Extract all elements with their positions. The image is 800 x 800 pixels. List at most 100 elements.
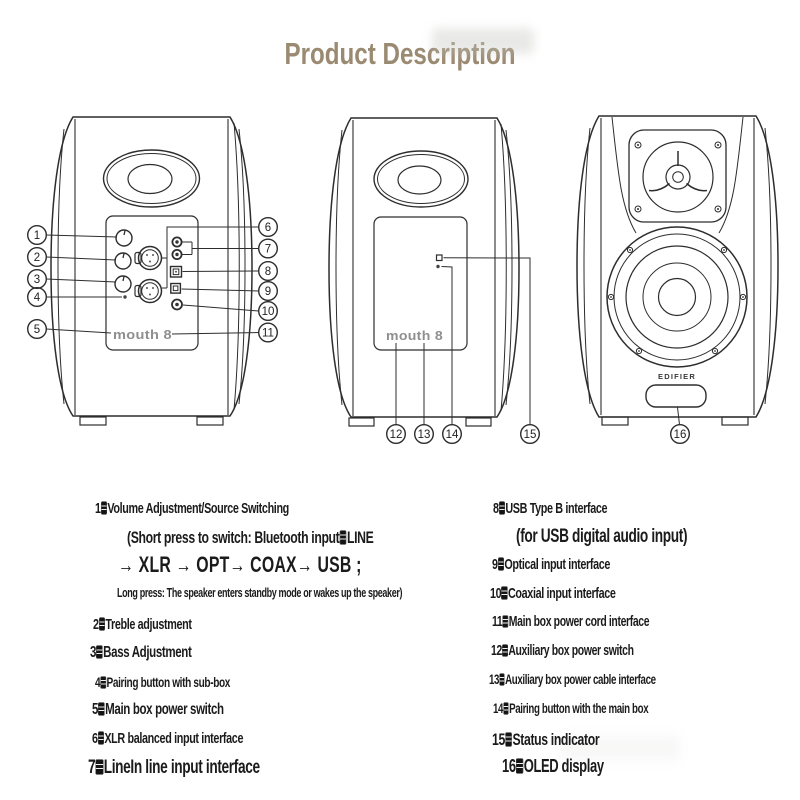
cabinet-outline bbox=[50, 116, 253, 417]
optical-port bbox=[170, 282, 182, 294]
rear-port bbox=[102, 149, 201, 208]
main-speaker-rear-view: mouth 8 bbox=[50, 116, 253, 426]
callout-line-7 bbox=[182, 241, 259, 255]
missing-glyph-box bbox=[502, 615, 509, 627]
missing-glyph-box bbox=[98, 732, 104, 745]
callout-line-6 bbox=[162, 226, 259, 289]
connection-panel bbox=[373, 216, 468, 351]
oled-display bbox=[645, 384, 707, 408]
woofer-screws bbox=[607, 246, 747, 355]
svg-text:13: 13 bbox=[418, 429, 431, 441]
woofer bbox=[606, 226, 748, 368]
cabinet-face-edges bbox=[352, 120, 496, 416]
legend-item-1-sequence: → XLR → OPT→ COAX→ USB ; bbox=[118, 552, 362, 577]
svg-text:14: 14 bbox=[446, 429, 459, 441]
missing-glyph-box bbox=[501, 587, 508, 600]
callout-14: 14 bbox=[442, 424, 463, 445]
speaker-foot bbox=[79, 416, 107, 426]
callout-15: 15 bbox=[520, 424, 541, 445]
svg-text:9: 9 bbox=[265, 286, 271, 298]
treble-knob bbox=[114, 252, 132, 270]
missing-glyph-box bbox=[502, 644, 508, 656]
waveguide-curves bbox=[611, 116, 744, 234]
svg-text:3: 3 bbox=[34, 274, 40, 286]
coaxial-port bbox=[171, 298, 183, 311]
speaker-foot bbox=[601, 416, 629, 426]
legend-item-1-note-b: Long press: The speaker enters standby m… bbox=[117, 586, 403, 600]
callout-10: 10 bbox=[258, 301, 279, 322]
callout-3: 3 bbox=[27, 269, 48, 290]
missing-glyph-box bbox=[505, 732, 512, 747]
missing-glyph-box bbox=[96, 645, 103, 659]
svg-text:15: 15 bbox=[524, 429, 537, 441]
callout-11: 11 bbox=[258, 322, 279, 343]
cabinet-flank-curves bbox=[583, 127, 772, 405]
missing-glyph-box bbox=[101, 502, 107, 515]
missing-glyph-box bbox=[498, 558, 504, 571]
callout-line-16 bbox=[677, 407, 680, 425]
callout-line-3 bbox=[46, 278, 117, 283]
callout-16: 16 bbox=[670, 424, 691, 445]
status-indicator bbox=[435, 254, 443, 262]
svg-text:7: 7 bbox=[265, 244, 271, 256]
svg-text:6: 6 bbox=[265, 222, 271, 234]
svg-text:4: 4 bbox=[34, 292, 41, 304]
connection-panel bbox=[105, 215, 199, 351]
callout-7: 7 bbox=[258, 238, 279, 259]
speaker-foot bbox=[196, 416, 224, 426]
callout-4: 4 bbox=[27, 287, 48, 308]
aux-speaker-rear-view: mouth 8 bbox=[328, 117, 520, 427]
rear-port bbox=[373, 150, 469, 208]
callout-13: 13 bbox=[414, 424, 435, 445]
callout-6: 6 bbox=[258, 216, 279, 237]
missing-glyph-box bbox=[99, 618, 105, 631]
tweeter-screws bbox=[634, 141, 722, 213]
cabinet-flank-curves bbox=[57, 122, 246, 411]
panel-model-label: mouth 8 bbox=[113, 327, 172, 342]
panel-model-label: mouth 8 bbox=[386, 328, 443, 343]
svg-text:5: 5 bbox=[34, 324, 40, 336]
svg-text:2: 2 bbox=[34, 252, 40, 264]
bass-knob bbox=[114, 275, 132, 293]
missing-glyph-box bbox=[499, 674, 505, 685]
callout-line-5 bbox=[46, 328, 112, 334]
speaker-foot bbox=[465, 417, 492, 427]
linein-rca-left bbox=[171, 236, 183, 248]
callout-1: 1 bbox=[27, 224, 48, 245]
callout-line-8 bbox=[182, 270, 259, 272]
callout-line-10 bbox=[182, 304, 259, 312]
missing-glyph-box bbox=[516, 759, 523, 774]
svg-text:8: 8 bbox=[265, 266, 271, 278]
missing-glyph-box bbox=[95, 759, 103, 775]
volume-knob bbox=[115, 229, 133, 247]
speaker-foot bbox=[721, 416, 749, 426]
callout-line-14 bbox=[441, 266, 453, 425]
svg-text:12: 12 bbox=[390, 429, 403, 441]
svg-text:10: 10 bbox=[262, 306, 275, 318]
page-title: Product Description bbox=[284, 36, 516, 71]
callout-line-2 bbox=[46, 256, 117, 261]
callout-2: 2 bbox=[27, 246, 48, 267]
missing-glyph-box bbox=[339, 530, 347, 545]
xlr-input-1 bbox=[134, 245, 163, 271]
tweeter bbox=[628, 129, 727, 223]
missing-glyph-box bbox=[98, 702, 105, 716]
callout-line-9 bbox=[181, 288, 259, 292]
svg-text:16: 16 bbox=[674, 429, 687, 441]
speaker-foot bbox=[348, 417, 375, 427]
